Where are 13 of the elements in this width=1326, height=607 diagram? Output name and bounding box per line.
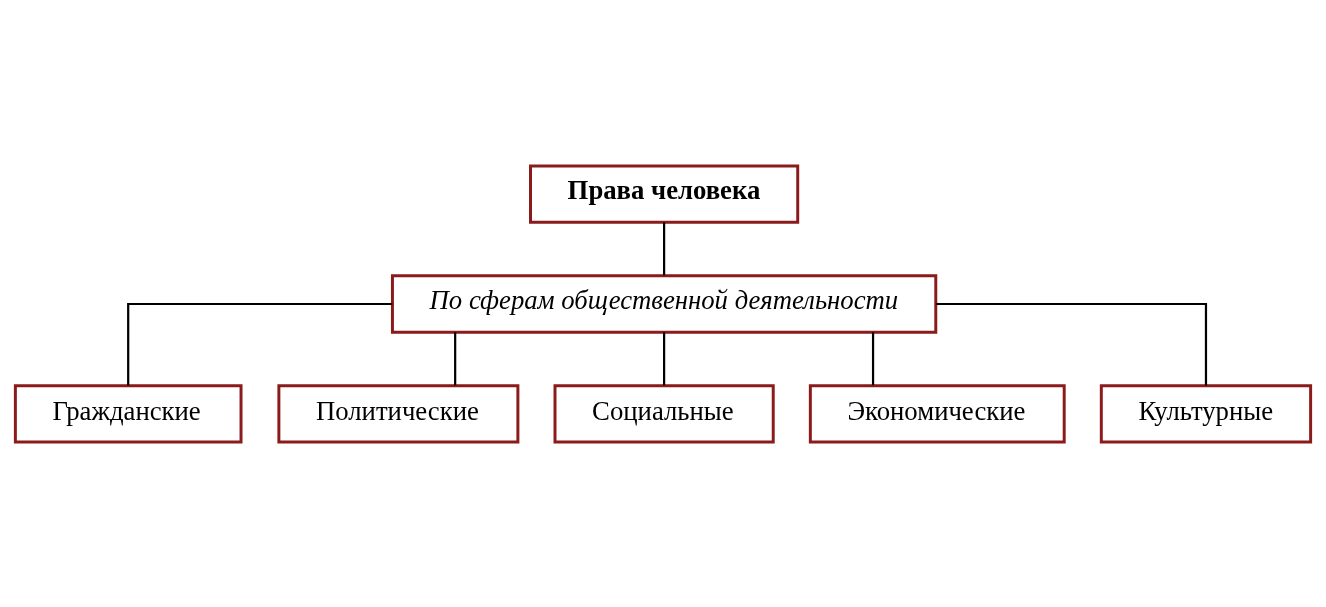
node-box: Политические [277,383,520,444]
node-box: Культурные [1099,383,1313,444]
connector [663,331,666,385]
connector [871,331,875,385]
node-box: Права человека [529,163,800,224]
node-box: Социальные [553,383,775,444]
node-box: Экономические [808,383,1066,444]
connector [127,302,393,386]
connector [935,302,1208,386]
node-box: По сферам общественной деятельности [390,273,938,334]
node-box: Гражданские [13,383,243,444]
connector [454,331,457,385]
connector [663,221,666,275]
